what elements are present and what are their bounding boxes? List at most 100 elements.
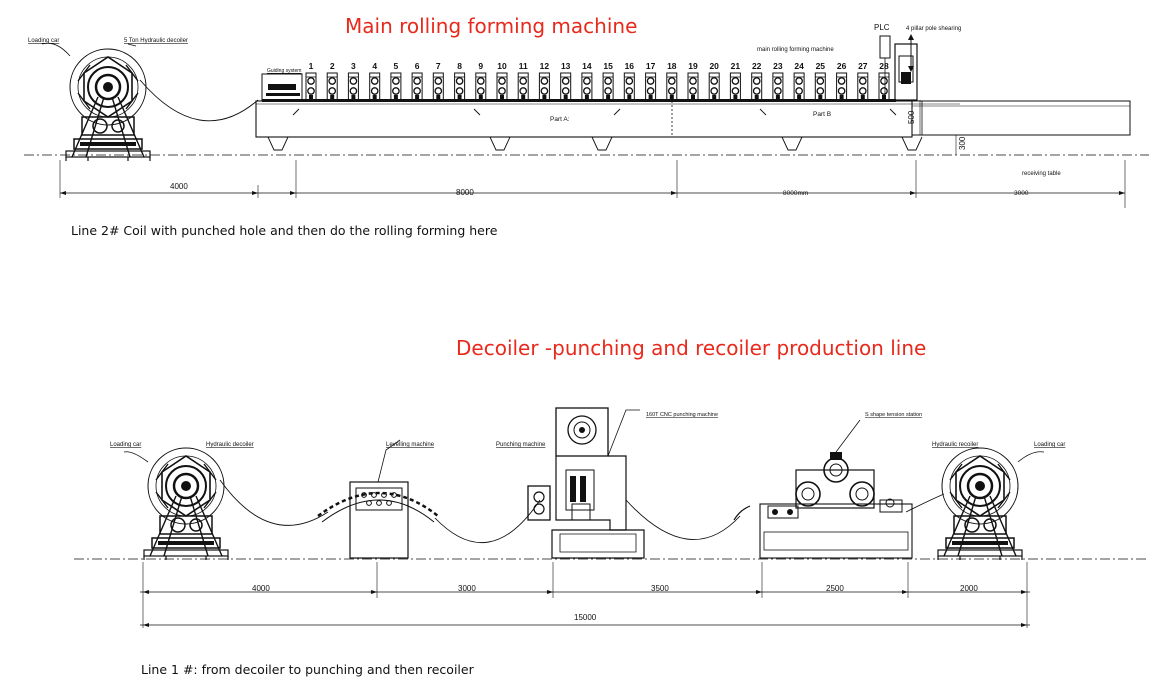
bottom-decoiler bbox=[142, 446, 230, 562]
station-number: 4 bbox=[372, 61, 377, 71]
roll-station bbox=[666, 72, 678, 102]
dim-bottom-2500: 2500 bbox=[826, 584, 844, 593]
dim-bottom-2000: 2000 bbox=[960, 584, 978, 593]
label-part-a: Part A: bbox=[550, 116, 570, 123]
station-number: 26 bbox=[837, 61, 847, 71]
station-number: 22 bbox=[752, 61, 762, 71]
station-number: 14 bbox=[582, 61, 592, 71]
top-decoiler bbox=[64, 47, 152, 163]
station-number: 2 bbox=[330, 61, 335, 71]
roll-station bbox=[390, 72, 402, 102]
station-number: 15 bbox=[603, 61, 613, 71]
roll-station bbox=[857, 72, 869, 102]
station-number: 16 bbox=[625, 61, 635, 71]
dim-bottom-3000: 3000 bbox=[458, 584, 476, 593]
roll-station bbox=[687, 72, 699, 102]
bottom-caption: Line 1 #: from decoiler to punching and … bbox=[141, 662, 474, 677]
bottom-line-drawing bbox=[74, 407, 1149, 628]
label-top-decoiler: 5 Ton Hydraulic decoiler bbox=[124, 38, 188, 44]
roll-station bbox=[347, 72, 360, 102]
bottom-title: Decoiler -punching and recoiler producti… bbox=[456, 336, 927, 360]
roll-station bbox=[878, 72, 890, 102]
roll-station bbox=[475, 72, 487, 102]
levelling-machine bbox=[317, 439, 439, 559]
roll-station bbox=[708, 72, 720, 102]
roll-station bbox=[644, 72, 657, 102]
station-number: 19 bbox=[688, 61, 698, 71]
station-number: 25 bbox=[816, 61, 826, 71]
roll-station bbox=[369, 72, 381, 102]
roll-station bbox=[496, 72, 508, 102]
label-punching-machine: Punching machine bbox=[496, 442, 546, 448]
roll-station bbox=[602, 72, 614, 102]
roll-station bbox=[772, 72, 784, 102]
station-number: 7 bbox=[436, 61, 441, 71]
roll-station bbox=[814, 72, 826, 102]
label-recoiler: Hydraulic recoiler bbox=[932, 442, 978, 448]
roll-station bbox=[453, 72, 466, 102]
station-number: 5 bbox=[394, 61, 399, 71]
station-number: 9 bbox=[478, 61, 483, 71]
label-cnc-punching: 160T CNC punching machine bbox=[646, 412, 718, 418]
part-a-b-frame bbox=[255, 100, 913, 138]
dim-top-4000: 4000 bbox=[170, 182, 188, 191]
label-top-loading-car: Loading car bbox=[28, 38, 59, 44]
punching-machine bbox=[527, 407, 645, 559]
roll-station bbox=[411, 72, 423, 102]
dim-top-h2: 300 bbox=[958, 136, 967, 150]
receiving-table bbox=[911, 100, 1131, 136]
label-bottom-loading-car-left: Loading car bbox=[110, 442, 141, 448]
label-guiding-system: Guiding system bbox=[267, 68, 301, 74]
label-shearing: 4 pillar pole shearing bbox=[906, 26, 961, 32]
dim-top-8000a: 8000 bbox=[456, 188, 474, 197]
station-number: 6 bbox=[415, 61, 420, 71]
label-part-b: Part B bbox=[813, 111, 831, 118]
tension-station bbox=[733, 419, 913, 559]
top-caption: Line 2# Coil with punched hole and then … bbox=[71, 223, 498, 238]
dim-bottom-3500: 3500 bbox=[651, 584, 669, 593]
label-main-machine: main rolling forming machine bbox=[757, 47, 834, 53]
dim-top-8000b: 8000mm bbox=[783, 190, 808, 197]
roll-station bbox=[623, 72, 635, 102]
roll-station bbox=[560, 72, 572, 102]
roll-station bbox=[432, 72, 444, 102]
roll-station bbox=[581, 72, 593, 102]
station-number: 13 bbox=[561, 61, 571, 71]
roll-station bbox=[517, 72, 529, 102]
label-tension-station: S shape tension station bbox=[865, 412, 922, 418]
station-number: 11 bbox=[519, 61, 528, 71]
roll-station bbox=[751, 72, 763, 102]
shearing-machine bbox=[894, 43, 918, 101]
station-number: 27 bbox=[858, 61, 868, 71]
label-receiving-table: receiving table bbox=[1022, 171, 1061, 177]
station-number: 18 bbox=[667, 61, 677, 71]
plc-box bbox=[879, 35, 891, 59]
bottom-recoiler bbox=[936, 446, 1024, 562]
station-rail bbox=[262, 99, 896, 102]
dim-top-3000: 3000 bbox=[1014, 190, 1029, 197]
label-bottom-decoiler: Hydraulic decoiler bbox=[206, 442, 254, 448]
dim-bottom-4000: 4000 bbox=[252, 584, 270, 593]
station-number: 10 bbox=[497, 61, 507, 71]
label-bottom-loading-car-right: Loading car bbox=[1034, 442, 1065, 448]
roll-station bbox=[835, 72, 848, 102]
dim-bottom-total: 15000 bbox=[574, 613, 597, 622]
roll-station bbox=[326, 72, 338, 102]
station-number: 23 bbox=[773, 61, 783, 71]
station-number: 1 bbox=[309, 61, 314, 71]
station-number: 28 bbox=[879, 61, 889, 71]
label-plc: PLC bbox=[874, 23, 890, 32]
station-number: 21 bbox=[731, 61, 741, 71]
roll-station bbox=[793, 72, 805, 102]
roll-station bbox=[729, 72, 742, 102]
station-number: 20 bbox=[709, 61, 719, 71]
station-number: 24 bbox=[794, 61, 804, 71]
roll-stations bbox=[262, 72, 896, 102]
station-number: 8 bbox=[457, 61, 462, 71]
dim-top-h1: 500 bbox=[907, 110, 916, 124]
station-number: 17 bbox=[646, 61, 656, 71]
station-number: 3 bbox=[351, 61, 356, 71]
label-levelling-machine: Levelling machine bbox=[386, 442, 435, 448]
